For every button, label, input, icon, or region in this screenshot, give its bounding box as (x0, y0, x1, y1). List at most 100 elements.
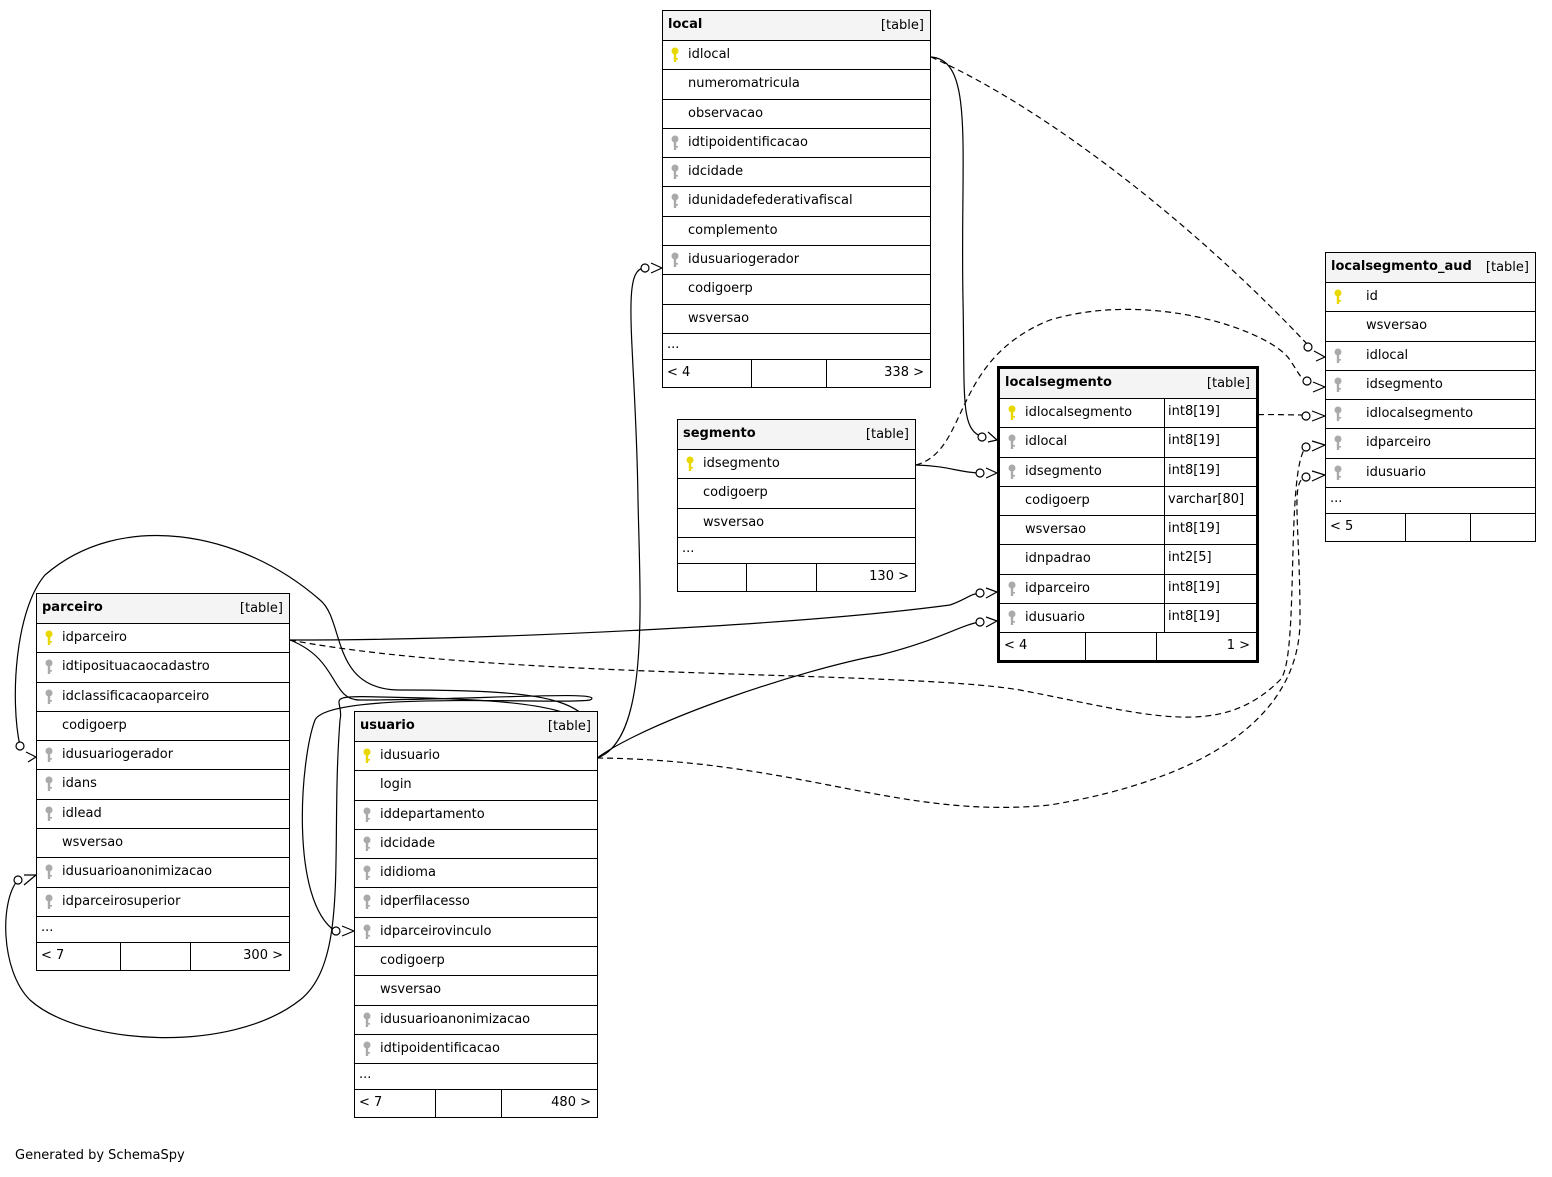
column-row-idparceiro[interactable]: idparceiro (37, 624, 289, 654)
column-row-login[interactable]: login (355, 771, 597, 801)
column-name: wsversao (1025, 522, 1087, 538)
footer-rows[interactable]: 338 > (884, 364, 924, 380)
column-row-idcidade[interactable]: idcidade (355, 830, 597, 860)
column-row-idlocalsegmento[interactable]: idlocalsegmento (1326, 400, 1535, 430)
column-row-idusuariogerador[interactable]: idusuariogerador (37, 741, 289, 771)
column-row-wsversao[interactable]: wsversao (37, 829, 289, 859)
footer-parents[interactable] (678, 563, 747, 591)
column-row-complemento[interactable]: complemento (663, 217, 930, 247)
foreign-key-icon (1007, 581, 1017, 597)
foreign-key-icon (44, 776, 54, 792)
column-row-wsversao[interactable]: wsversao (678, 509, 915, 538)
footer-rows[interactable]: 1 > (1226, 638, 1250, 654)
column-row-numeromatricula[interactable]: numeromatricula (663, 70, 930, 100)
column-row-codigoerp[interactable]: codigoerp (355, 947, 597, 977)
foreign-key-icon (362, 924, 372, 940)
column-row-idlocal[interactable]: idlocal (1326, 342, 1535, 371)
footer-rows[interactable]: 480 > (551, 1095, 591, 1111)
footer-parents[interactable]: < 7 (37, 942, 121, 970)
footer-parents[interactable]: < 5 (1326, 514, 1406, 542)
column-row-codigoerp[interactable]: codigoerp (678, 479, 915, 509)
table-footer: < 7 480 > (355, 1090, 597, 1118)
footer-parents[interactable]: < 4 (1000, 633, 1086, 661)
foreign-key-icon (362, 865, 372, 881)
column-row-idans[interactable]: idans (37, 770, 289, 800)
column-row-codigoerp[interactable]: codigoerp (37, 712, 289, 742)
column-row-idusuario[interactable]: idusuario (1326, 459, 1535, 489)
foreign-key-icon (362, 1041, 372, 1057)
column-name: wsversao (703, 514, 765, 530)
table-type: [table] (865, 427, 909, 442)
column-row-iddepartamento[interactable]: iddepartamento (355, 801, 597, 830)
column-row-idtipoidentificacao[interactable]: idtipoidentificacao (663, 129, 930, 159)
more-columns[interactable]: ... (1326, 488, 1535, 515)
column-row-wsversao[interactable]: wsversao (1326, 312, 1535, 342)
column-row-wsversao[interactable]: wsversao (663, 305, 930, 334)
column-row-idparceiro[interactable]: idparceiro (1326, 429, 1535, 459)
edge-segmento-localsegmento (915, 464, 983, 474)
column-name: login (380, 777, 412, 793)
column-name-cell: login (355, 771, 597, 799)
column-row-idusuariogerador[interactable]: idusuariogerador (663, 246, 930, 276)
column-name-cell: idlocalsegmento (1326, 400, 1535, 428)
column-row-idunidadefederativafiscal[interactable]: idunidadefederativafiscal (663, 187, 930, 217)
column-row-idlocal[interactable]: idlocal (663, 41, 930, 71)
column-name: codigoerp (1025, 492, 1090, 508)
footer-mid (752, 359, 827, 387)
footer-parents[interactable]: < 4 (663, 359, 752, 387)
footer-parents[interactable]: < 7 (355, 1090, 436, 1118)
column-name: wsversao (380, 982, 442, 998)
column-name: idtipoidentificacao (380, 1040, 500, 1056)
table-footer: < 4 1 > (1000, 633, 1256, 661)
footer-rows[interactable]: 300 > (243, 947, 283, 963)
column-row-codigoerp[interactable]: codigoerp (663, 275, 930, 305)
more-columns[interactable]: ... (37, 917, 289, 943)
more-columns[interactable]: ... (355, 1064, 597, 1091)
column-row-id[interactable]: id (1326, 283, 1535, 313)
column-row-idperfilacesso[interactable]: idperfilacesso (355, 888, 597, 918)
primary-key-icon (44, 630, 54, 646)
foreign-key-icon (44, 894, 54, 910)
column-name-cell: idtiposituacaocadastro (37, 653, 289, 681)
footer-rows[interactable] (1471, 514, 1535, 541)
more-columns[interactable]: ... (678, 538, 915, 564)
column-row-idlead[interactable]: idlead (37, 800, 289, 830)
column-row-wsversao[interactable]: wsversao (355, 976, 597, 1006)
more-columns[interactable]: ... (663, 334, 930, 360)
column-row-idusuarioanonimizacao[interactable]: idusuarioanonimizacao (355, 1006, 597, 1035)
column-row-idcidade[interactable]: idcidade (663, 158, 930, 188)
column-row-observacao[interactable]: observacao (663, 100, 930, 129)
column-row-ididioma[interactable]: ididioma (355, 859, 597, 889)
column-row-idusuario[interactable]: idusuario (355, 742, 597, 772)
column-row-idsegmento[interactable]: idsegmento (678, 450, 915, 480)
column-row-idtipoidentificacao[interactable]: idtipoidentificacao (355, 1035, 597, 1065)
column-name: idunidadefederativafiscal (688, 193, 853, 209)
column-row-idsegmento[interactable]: idsegmento (1326, 371, 1535, 401)
foreign-key-icon (1007, 434, 1017, 450)
column-name: id (1366, 289, 1378, 304)
footer-rows[interactable]: 130 > (869, 568, 909, 584)
column-row-idparceirosuperior[interactable]: idparceirosuperior (37, 888, 289, 917)
column-row-idclassificacaoparceiro[interactable]: idclassificacaoparceiro (37, 683, 289, 712)
column-name: codigoerp (380, 953, 445, 969)
column-row-idusuarioanonimizacao[interactable]: idusuarioanonimizacao (37, 858, 289, 888)
table-name: segmento (683, 426, 756, 441)
column-row-idparceirovinculo[interactable]: idparceirovinculo (355, 918, 597, 948)
column-row-idtiposituacaocadastro[interactable]: idtiposituacaocadastro (37, 653, 289, 683)
